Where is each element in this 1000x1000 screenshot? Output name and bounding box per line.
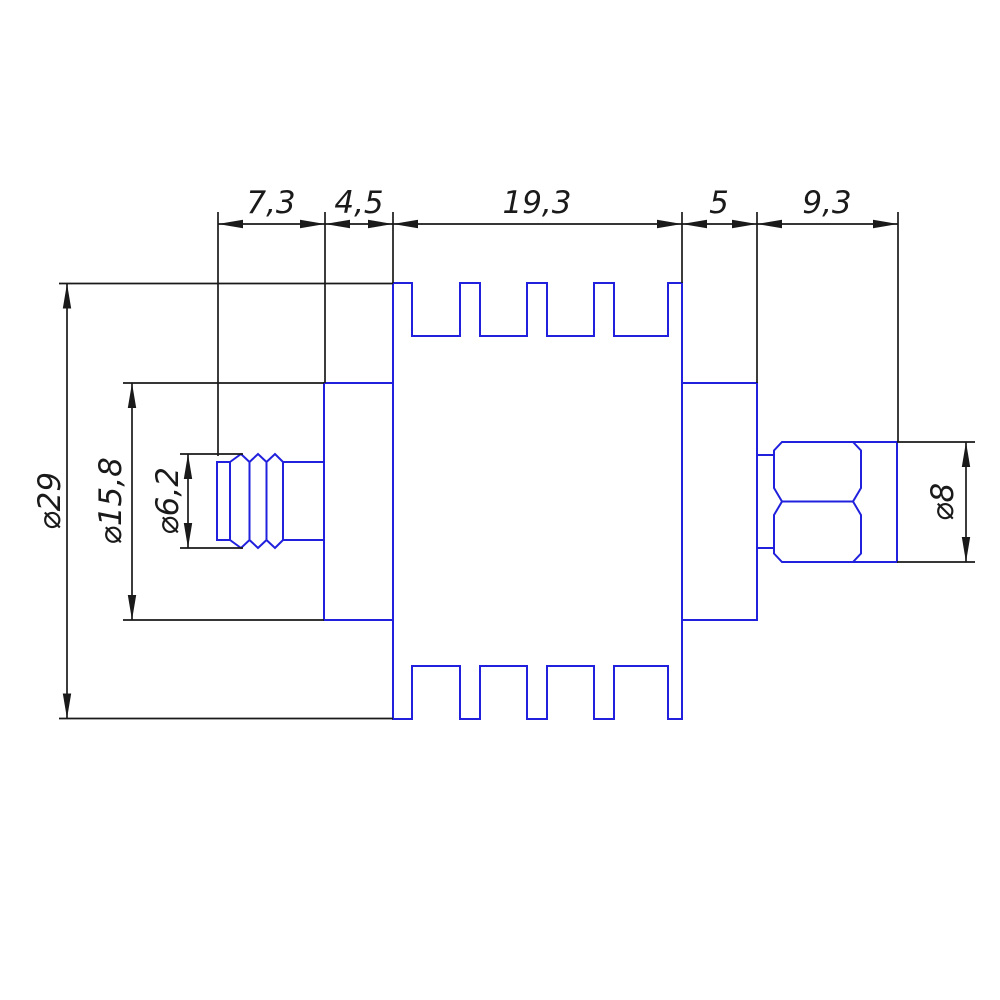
- top-dim-label-right-flange-width: 5: [709, 185, 729, 221]
- right-flange-outline: [682, 382, 758, 621]
- right-connector-neck-stub: [757, 454, 774, 549]
- top-dim-label-heatsink-length: 19,3: [502, 185, 571, 221]
- left-connector-thread-root-lines: [248, 462, 284, 540]
- left-connector-end-cap: [216, 461, 231, 541]
- heatsink-body-outline: [392, 282, 683, 720]
- top-dim-label-right-connector-length: 9,3: [802, 185, 851, 221]
- left-connector-thread-lower-profile: [229, 538, 324, 550]
- top-dim-label-left-flange-width: 4,5: [334, 185, 383, 221]
- diameter-label-body-29: ⌀29: [32, 472, 68, 530]
- dimension-arrowheads: [62, 219, 971, 719]
- extension-lines: [59, 212, 975, 720]
- left-flange-outline: [323, 382, 393, 621]
- left-connector-thread-upper-profile: [229, 452, 324, 464]
- right-connector-hex-outline: [773, 441, 898, 563]
- right-connector-hex-corner-edge: [851, 441, 862, 563]
- dimensions: 7,3 4,5 19,3 5 9,3 ⌀29 ⌀15,8 ⌀6,2 ⌀8: [32, 185, 975, 720]
- diameter-label-flange-15-8: ⌀15,8: [93, 457, 129, 545]
- diameter-label-right-connector-8: ⌀8: [925, 483, 961, 521]
- part-geometry: [216, 282, 898, 720]
- top-dim-label-connector-length: 7,3: [246, 185, 295, 221]
- dimension-lines: [66, 223, 967, 719]
- diameter-label-thread-6-2: ⌀6,2: [150, 467, 186, 535]
